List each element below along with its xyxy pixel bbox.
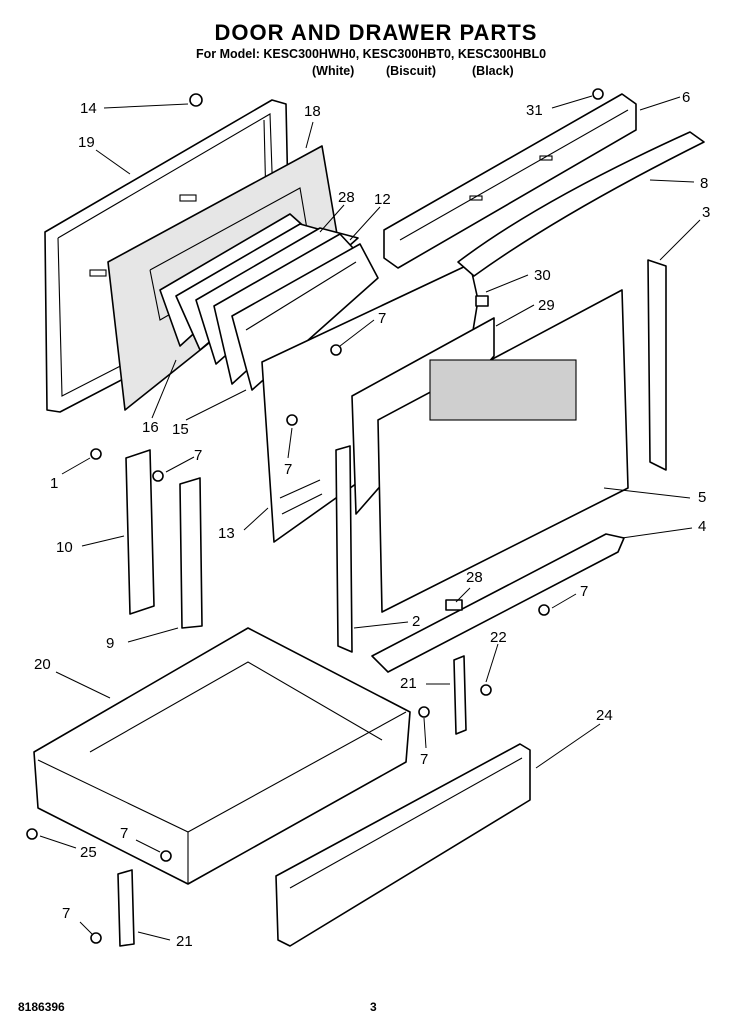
variant-black: (Black) — [472, 64, 514, 78]
callout-13: 13 — [218, 525, 235, 542]
callout-22: 22 — [490, 629, 507, 646]
callout-16: 16 — [142, 419, 159, 436]
callout-18: 18 — [304, 103, 321, 120]
screws — [26, 88, 604, 944]
leader-lines — [39, 95, 701, 941]
callout-2: 2 — [412, 613, 421, 630]
callout-21: 21 — [176, 933, 193, 950]
callout-10: 10 — [56, 539, 73, 556]
callout-7: 7 — [420, 751, 429, 768]
callout-24: 24 — [596, 707, 613, 724]
page-number: 3 — [370, 1000, 377, 1014]
callout-3: 3 — [702, 204, 711, 221]
callout-7: 7 — [580, 583, 589, 600]
callout-19: 19 — [78, 134, 95, 151]
callout-7: 7 — [120, 825, 129, 842]
callout-5: 5 — [698, 489, 707, 506]
page-title: DOOR AND DRAWER PARTS — [214, 20, 538, 45]
callout-6: 6 — [682, 89, 691, 106]
callout-28: 28 — [338, 189, 355, 206]
drawer-front-panel — [275, 743, 531, 947]
callout-25: 25 — [80, 844, 97, 861]
callout-20: 20 — [34, 656, 51, 673]
side-trims — [125, 259, 667, 653]
callout-15: 15 — [172, 421, 189, 438]
callout-8: 8 — [700, 175, 709, 192]
callout-14: 14 — [80, 100, 97, 117]
door-handle — [457, 131, 705, 277]
drawer-body — [33, 627, 411, 885]
callout-31: 31 — [526, 102, 543, 119]
callout-9: 9 — [106, 635, 115, 652]
callout-29: 29 — [538, 297, 555, 314]
variant-biscuit: (Biscuit) — [386, 64, 436, 78]
model-line: For Model: KESC300HWH0, KESC300HBT0, KES… — [196, 47, 547, 61]
door-trim-bottom — [371, 533, 625, 673]
drawer-brackets — [117, 655, 467, 947]
callout-28: 28 — [466, 569, 483, 586]
callout-7: 7 — [62, 905, 71, 922]
callout-21: 21 — [400, 675, 417, 692]
variant-white: (White) — [312, 64, 355, 78]
callout-1: 1 — [50, 475, 59, 492]
window-glass-assembly — [159, 213, 379, 391]
callout-30: 30 — [534, 267, 551, 284]
callout-4: 4 — [698, 518, 707, 535]
callout-7: 7 — [284, 461, 293, 478]
callout-7: 7 — [194, 447, 203, 464]
outer-door-glass — [351, 289, 629, 613]
callout-7: 7 — [378, 310, 387, 327]
part-number: 8186396 — [18, 1000, 65, 1014]
callout-12: 12 — [374, 191, 391, 208]
door-trim-top — [383, 93, 637, 269]
